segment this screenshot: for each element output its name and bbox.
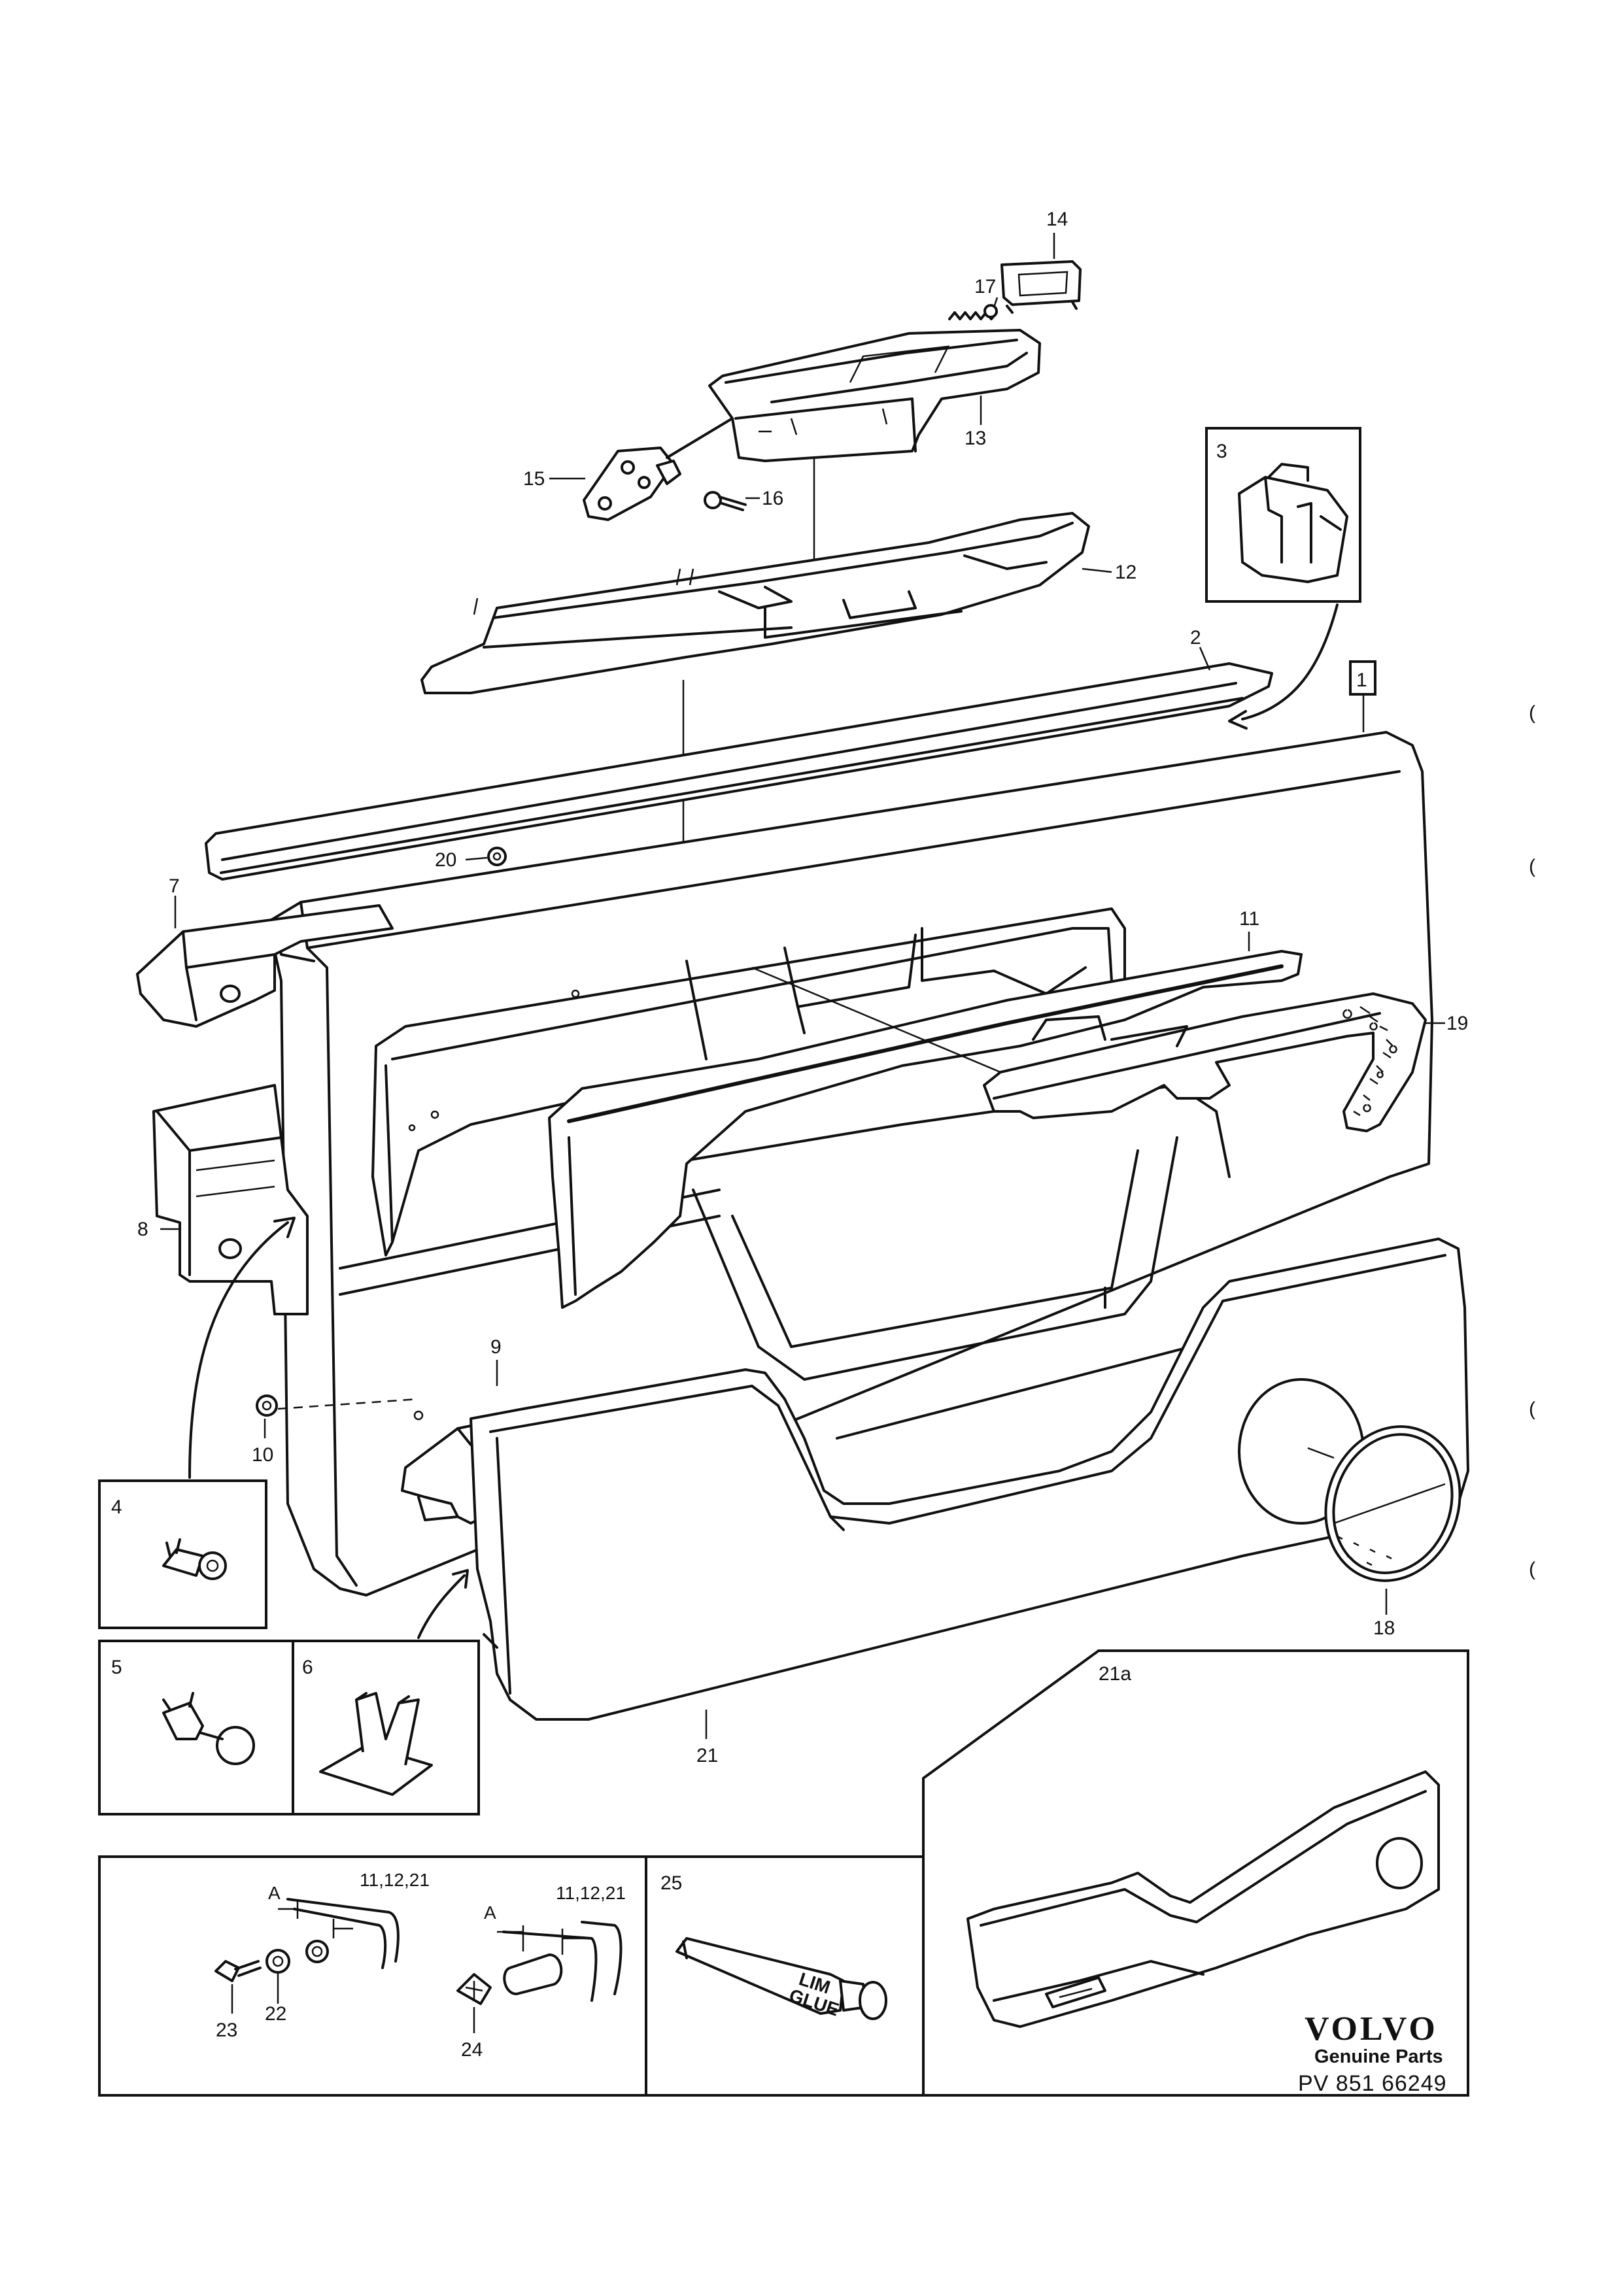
- part-10-nut: [256, 1394, 424, 1421]
- brand-block: VOLVO Genuine Parts PV 851 66249: [1298, 2010, 1447, 2096]
- arrowhead-3: [1228, 710, 1248, 730]
- callout-10: 10: [252, 1444, 273, 1466]
- part-7-end-cap: [136, 904, 394, 1028]
- callout-20: 20: [435, 849, 456, 871]
- leader-17: [993, 297, 999, 308]
- detail-box-5-6: 5 6: [98, 1640, 480, 1815]
- part-19-armrest-pad: [983, 992, 1427, 1132]
- callout-15: 15: [523, 468, 545, 490]
- brand-part-code: PV 851 66249: [1298, 2071, 1447, 2096]
- callout-12: 12: [1115, 562, 1136, 583]
- callout-16: 16: [762, 488, 783, 509]
- leader-12: [1082, 567, 1112, 573]
- callout-25: 25: [660, 1872, 682, 1894]
- callout-5: 5: [111, 1657, 122, 1678]
- callout-8: 8: [137, 1219, 148, 1240]
- arrowhead-4: [273, 1217, 296, 1238]
- part-18-speaker-grille: [1307, 1425, 1461, 1582]
- callout-21: 21: [696, 1745, 718, 1766]
- part-20-clip: [487, 847, 507, 866]
- callout-9: 9: [490, 1336, 502, 1358]
- part-17-spring: [948, 304, 998, 320]
- callout-21a: 21a: [1099, 1663, 1131, 1685]
- arrow-4: [188, 1221, 289, 1479]
- callout-2: 2: [1190, 627, 1201, 649]
- callout-18: 18: [1373, 1617, 1395, 1639]
- margin-mark-4: (: [1529, 1559, 1535, 1580]
- callout-13: 13: [965, 428, 986, 449]
- part-16-screw: [704, 491, 747, 511]
- margin-mark-3: (: [1529, 1398, 1535, 1420]
- dim-a-left: A: [268, 1883, 281, 1903]
- callout-14: 14: [1046, 209, 1068, 230]
- margin-mark-1: (: [1529, 702, 1535, 724]
- dim-a-right: A: [484, 1902, 496, 1923]
- part-13-handle-cup: [708, 329, 1041, 462]
- part-11-armrest-frame: [548, 950, 1303, 1309]
- arrow-5-6: [417, 1574, 466, 1639]
- part-12-armrest: [420, 512, 1090, 694]
- callout-17: 17: [974, 276, 996, 297]
- brand-logo: VOLVO: [1305, 2010, 1438, 2048]
- ref-label-right: 11,12,21: [556, 1883, 626, 1903]
- detail-box-3: 3: [1205, 427, 1361, 603]
- callout-11: 11: [1239, 908, 1259, 930]
- callout-1: 1: [1356, 669, 1367, 691]
- callout-3: 3: [1216, 441, 1227, 462]
- callout-23: 23: [216, 2019, 237, 2041]
- part-14-grip-insert: [1000, 260, 1082, 314]
- detail-box-4: 4: [98, 1479, 267, 1629]
- callout-6: 6: [302, 1657, 313, 1678]
- assembly-line-11: [751, 966, 1001, 1073]
- callout-19: 19: [1446, 1013, 1468, 1034]
- arrowhead-5-6: [452, 1569, 469, 1589]
- part-8-end-cap: [152, 1084, 309, 1315]
- arrow-3: [1241, 603, 1339, 720]
- callout-22: 22: [265, 2003, 286, 2025]
- detail-box-fasteners: A 11,12,21 23 22 A 11,12,21 24 25 LI: [98, 1855, 925, 2097]
- ref-label-left: 11,12,21: [360, 1870, 430, 1890]
- part-15-bracket: [583, 417, 734, 521]
- leader-2: [1199, 647, 1211, 671]
- detail-box-21a: 21a: [922, 1649, 1469, 2097]
- callout-4: 4: [111, 1496, 122, 1518]
- callout-24: 24: [461, 2039, 483, 2061]
- part-1-door-panel: [267, 731, 1433, 1596]
- part-2-window-seal: [205, 662, 1273, 881]
- margin-mark-2: (: [1529, 856, 1535, 877]
- callout-7: 7: [169, 875, 180, 897]
- brand-subtitle: Genuine Parts: [1314, 2046, 1443, 2067]
- part-21-lower-panel: [470, 1238, 1469, 1721]
- leader-20: [465, 856, 488, 861]
